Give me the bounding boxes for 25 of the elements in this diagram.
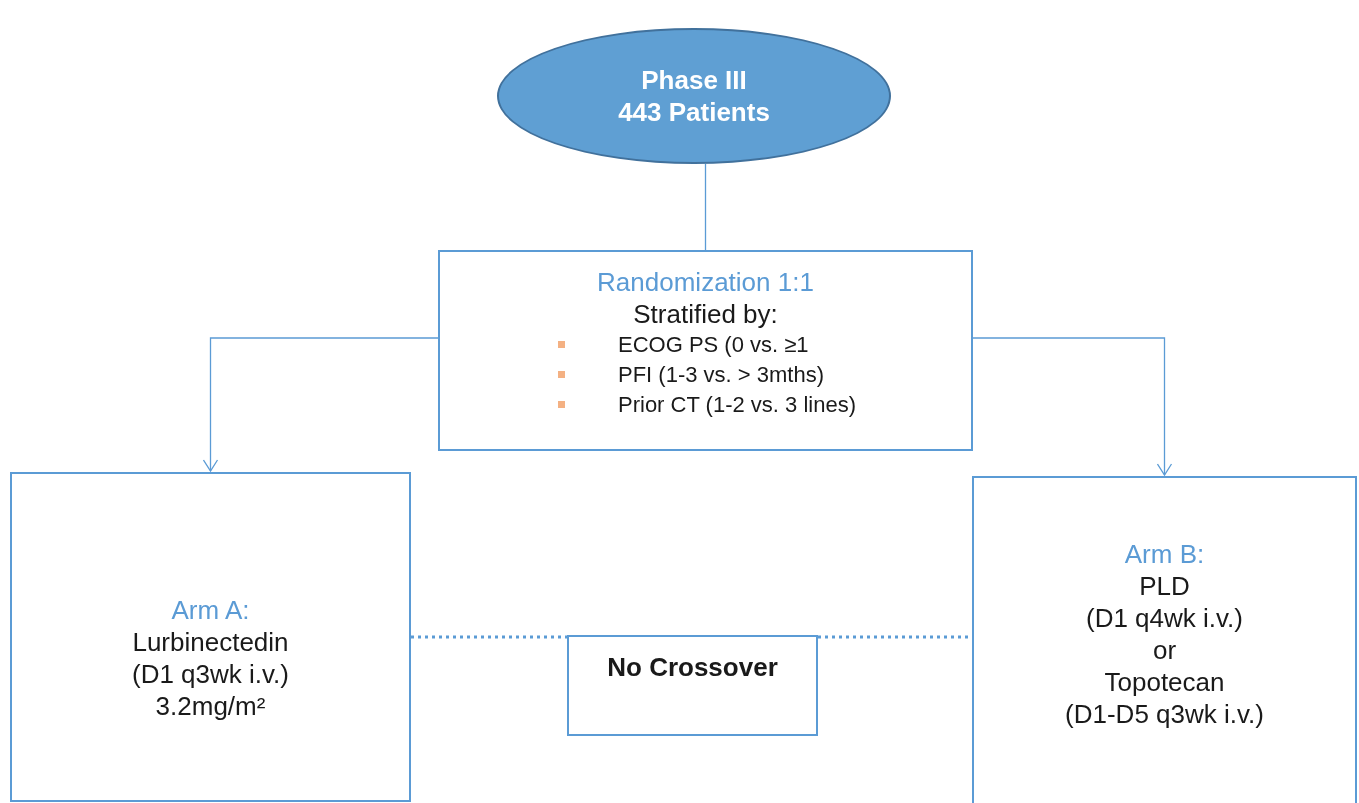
- dotted-connector: [411, 635, 567, 639]
- body-text: No Crossover: [607, 651, 778, 683]
- arrow: [972, 337, 1173, 476]
- heading-text: Phase III: [641, 64, 747, 96]
- body-text: 3.2mg/m²: [155, 690, 266, 722]
- heading-text: Randomization 1:1: [597, 266, 814, 298]
- process-box: [567, 635, 818, 736]
- bullet-item: PFI (1-3 vs. > 3mths): [558, 360, 824, 390]
- body-text: or: [1152, 634, 1177, 666]
- body-text: Lurbinectedin: [132, 626, 289, 658]
- body-text: Topotecan: [1104, 666, 1225, 698]
- body-text: Stratified by:: [633, 298, 778, 330]
- process-box: [972, 476, 1357, 803]
- heading-text: Arm B:: [1124, 538, 1205, 570]
- body-text: PLD: [1139, 570, 1190, 602]
- body-text: (D1-D5 q3wk i.v.): [1065, 698, 1264, 730]
- bullet-item: Prior CT (1-2 vs. 3 lines): [558, 390, 856, 420]
- process-box: [10, 472, 411, 802]
- body-text: (D1 q3wk i.v.): [132, 658, 289, 690]
- heading-text: Arm A:: [171, 594, 250, 626]
- process-box: [438, 250, 973, 451]
- arrow: [202, 337, 439, 472]
- heading-text: 443 Patients: [618, 96, 770, 128]
- bullet-item: ECOG PS (0 vs. ≥1: [558, 330, 809, 360]
- body-text: (D1 q4wk i.v.): [1086, 602, 1243, 634]
